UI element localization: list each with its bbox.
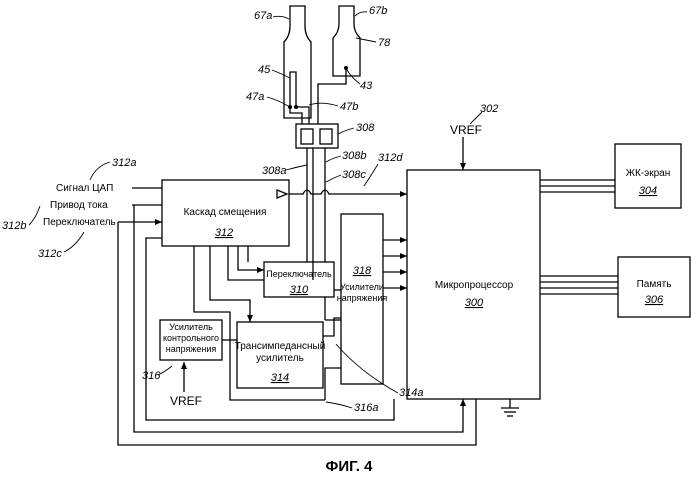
label-308b: 308b <box>342 150 366 162</box>
bias-stage-block: Каскад смещения 312 <box>162 180 289 246</box>
tia-label-2: усилитель <box>256 353 304 364</box>
microprocessor-block: Микропроцессор 300 VREF 302 <box>407 103 540 416</box>
label-47a: 47a <box>246 91 264 103</box>
lcd-block: ЖК-экран 304 <box>540 144 681 208</box>
label-308a: 308a <box>262 165 286 177</box>
label-316a: 316a <box>354 402 378 414</box>
tia-ref: 314 <box>271 372 289 384</box>
microprocessor-label: Микропроцессор <box>435 280 514 291</box>
memory-block: Память 306 <box>540 257 690 317</box>
figure-caption: ФИГ. 4 <box>326 458 374 475</box>
input-signals: Сигнал ЦАП Привод тока Переключатель 312… <box>2 157 162 260</box>
microprocessor-ref: 300 <box>465 297 484 309</box>
vref-top-ref: 302 <box>480 103 498 115</box>
label-dac-signal: Сигнал ЦАП <box>56 183 113 194</box>
strip-67b <box>333 6 360 76</box>
lcd-label: ЖК-экран <box>626 168 671 179</box>
label-43: 43 <box>360 80 373 92</box>
label-47b: 47b <box>340 101 358 113</box>
label-308c: 308c <box>342 169 366 181</box>
voltage-amps-label-2: напряжения <box>337 293 388 303</box>
label-78: 78 <box>378 37 391 49</box>
label-308: 308 <box>356 122 375 134</box>
label-312b: 312b <box>2 220 26 232</box>
label-314a: 314a <box>399 387 423 399</box>
label-67a: 67a <box>254 10 272 22</box>
bias-stage-ref: 312 <box>215 227 233 239</box>
label-switch-input: Переключатель <box>43 217 116 228</box>
label-312d: 312d <box>378 152 403 164</box>
control-amp-label-3: напряжения <box>166 344 217 354</box>
label-45: 45 <box>258 64 271 76</box>
control-amp-block: Усилитель контрольного напряжения VREF 3… <box>142 320 222 408</box>
label-67b: 67b <box>369 5 387 17</box>
switch-ref: 310 <box>290 284 309 296</box>
vref-bottom-label: VREF <box>170 394 202 408</box>
vref-top-label: VREF <box>450 123 482 137</box>
voltage-amps-block: 318 Усилители напряжения <box>337 214 388 384</box>
control-amp-label-1: Усилитель <box>169 322 213 332</box>
strip-67a <box>284 6 311 118</box>
lcd-ref: 304 <box>639 185 657 197</box>
memory-ref: 306 <box>645 294 664 306</box>
bias-stage-label: Каскад смещения <box>184 207 267 218</box>
voltage-amps-label-1: Усилители <box>340 282 384 292</box>
switch-label: Переключатель <box>266 269 332 279</box>
tia-block: Трансимпедансный усилитель 314 <box>235 322 326 388</box>
switch-block: Переключатель 310 <box>264 262 334 297</box>
tia-label-1: Трансимпедансный <box>235 341 326 352</box>
control-amp-label-2: контрольного <box>163 333 219 343</box>
label-312a: 312a <box>112 157 136 169</box>
label-312c: 312c <box>38 248 62 260</box>
voltage-amps-ref: 318 <box>353 265 372 277</box>
control-amp-ref: 316 <box>142 370 161 382</box>
label-current-drive: Привод тока <box>50 200 108 211</box>
memory-label: Память <box>637 279 672 290</box>
